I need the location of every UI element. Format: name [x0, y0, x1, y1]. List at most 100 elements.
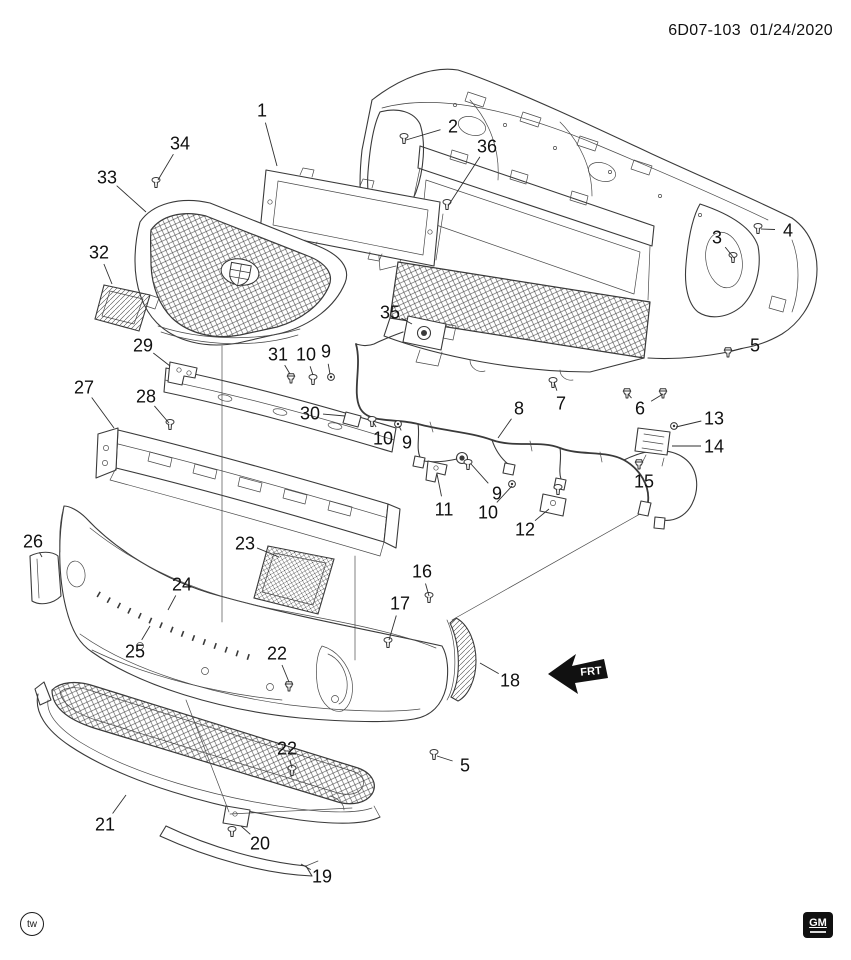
- side-grille-insert: [94, 284, 160, 332]
- nut-icon: [394, 420, 402, 428]
- leader-line-6: [627, 393, 632, 399]
- energy-absorber: [163, 361, 397, 453]
- callout-15: 15: [634, 471, 654, 491]
- nut-icon: [327, 373, 335, 381]
- callout-9: 9: [492, 483, 502, 503]
- callout-5: 5: [750, 335, 760, 355]
- frt-arrow-icon: [548, 654, 608, 694]
- leader-line-5: [436, 755, 453, 762]
- callout-9: 9: [321, 341, 331, 361]
- leader-line-1: [264, 122, 278, 167]
- leader-line-26: [39, 552, 43, 558]
- wiring-harness: [342, 343, 698, 530]
- frt-label: FRT: [580, 665, 603, 679]
- leader-line-13: [675, 420, 702, 428]
- leader-line-10: [309, 366, 314, 376]
- screw-icon: [399, 133, 409, 144]
- leader-line-6: [650, 393, 664, 402]
- leader-line-4: [760, 228, 776, 230]
- document-date: 01/24/2020: [749, 22, 833, 39]
- callout-8: 8: [514, 398, 524, 418]
- gm-logo: GM: [803, 912, 833, 938]
- callout-18: 18: [500, 670, 520, 690]
- callout-2: 2: [448, 116, 458, 136]
- screw-icon: [753, 223, 763, 234]
- leader-line-23: [256, 547, 280, 558]
- callout-11: 11: [435, 499, 454, 519]
- callout-36: 36: [477, 136, 497, 156]
- leader-line-31: [284, 364, 291, 375]
- leader-lines: [39, 122, 776, 870]
- callout-34: 34: [170, 133, 190, 153]
- screw-icon: [424, 592, 434, 603]
- grille-emblem: [220, 258, 260, 287]
- alignment-lines: [185, 213, 641, 815]
- object-sensor-module: [634, 427, 671, 467]
- grille-mount-frame: [259, 167, 441, 267]
- leader-line-7: [553, 381, 558, 391]
- callout-22: 22: [267, 643, 287, 663]
- callout-10: 10: [296, 344, 316, 364]
- leader-line-17: [388, 615, 397, 641]
- leader-line-8: [497, 418, 512, 439]
- callout-31: 31: [268, 344, 288, 364]
- callout-4: 4: [783, 220, 793, 240]
- callout-1: 1: [257, 100, 267, 120]
- document-id: 6D07-103: [668, 22, 741, 39]
- radiator-grille: [134, 200, 348, 346]
- vehicle-body: [359, 68, 818, 381]
- gm-logo-label: GM: [809, 916, 827, 929]
- callout-20: 20: [250, 833, 270, 853]
- leader-line-21: [112, 794, 127, 814]
- callout-13: 13: [704, 408, 724, 428]
- leader-line-25: [141, 625, 151, 641]
- leader-line-28: [154, 405, 170, 424]
- fascia-side-molding: [446, 617, 477, 702]
- leader-line-16: [425, 583, 430, 597]
- artist-mark-label: tw: [27, 918, 37, 930]
- callout-19: 19: [312, 866, 332, 886]
- callout-35: 35: [380, 302, 400, 322]
- leader-line-9: [398, 425, 402, 431]
- callout-17: 17: [390, 593, 410, 613]
- clip-icon: [634, 459, 644, 470]
- callout-16: 16: [412, 561, 432, 581]
- leader-line-30: [322, 413, 346, 417]
- leader-line-22: [289, 760, 293, 769]
- callout-3: 3: [712, 227, 722, 247]
- front-fascia: [59, 505, 449, 723]
- leader-line-2: [405, 129, 441, 141]
- tow-eye-cover: [29, 551, 62, 605]
- callout-9: 9: [402, 432, 412, 452]
- leader-line-3: [724, 246, 735, 259]
- screw-icon: [429, 749, 439, 760]
- callout-23: 23: [235, 533, 255, 553]
- impact-bar: [95, 427, 401, 557]
- callout-14: 14: [704, 436, 724, 456]
- screw-icon: [463, 459, 473, 470]
- leader-line-32: [103, 263, 113, 285]
- leader-line-10: [372, 421, 377, 428]
- callout-24: 24: [172, 574, 192, 594]
- clip-icon: [723, 347, 733, 358]
- leader-line-22: [281, 664, 290, 683]
- lower-bracket: [222, 805, 251, 828]
- callout-28: 28: [136, 386, 156, 406]
- fascia-grille-insert: [253, 545, 335, 615]
- screw-icon: [553, 484, 563, 495]
- leader-line-20: [240, 825, 251, 835]
- leader-line-18: [479, 662, 499, 674]
- leader-line-9: [327, 363, 331, 375]
- leader-line-35: [401, 317, 413, 325]
- leader-line-24: [167, 595, 177, 611]
- callout-10: 10: [373, 428, 393, 448]
- callout-25: 25: [125, 641, 145, 661]
- callout-7: 7: [556, 393, 566, 413]
- leader-line-10: [496, 485, 513, 503]
- screw-icon: [308, 374, 318, 385]
- artist-mark: tw: [20, 912, 44, 936]
- sensor-brackets: [425, 460, 567, 517]
